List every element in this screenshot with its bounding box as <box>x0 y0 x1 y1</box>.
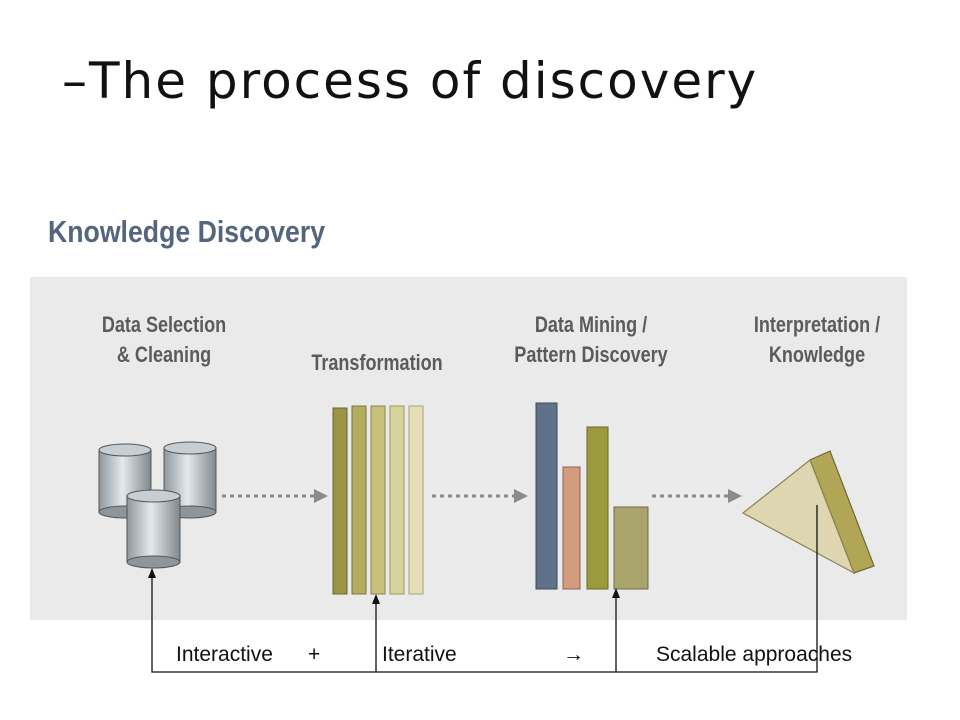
knowledge-prism-icon <box>741 450 875 575</box>
cylinder-front <box>126 489 181 569</box>
stage-label-data-mining: Data Mining / Pattern Discovery <box>514 312 668 367</box>
transformation-slabs-icon <box>332 405 424 595</box>
iterative-label: Iterative <box>382 643 457 666</box>
database-cylinders-icon <box>98 441 217 569</box>
stage-label-interpretation: Interpretation / Knowledge <box>753 312 881 367</box>
cylinder-back-right <box>163 441 217 519</box>
pattern-bars-icon <box>535 402 649 590</box>
right-arrow-icon: → <box>563 643 584 666</box>
feedback-loop-lines <box>148 505 818 673</box>
cylinder-back-left <box>98 443 152 519</box>
stage-label-transformation: Transformation <box>311 350 443 375</box>
dotted-arrow-1-icon <box>222 489 328 503</box>
diagram-heading: Knowledge Discovery <box>48 214 326 249</box>
interactive-label: Interactive <box>176 643 273 666</box>
dotted-arrow-3-icon <box>652 489 742 503</box>
dotted-arrow-2-icon <box>432 489 528 503</box>
scalable-approaches-label: Scalable approaches <box>656 643 853 666</box>
slide-title: –The process of discovery <box>62 52 759 110</box>
plus-sign: + <box>308 643 321 666</box>
stage-label-data-selection: Data Selection & Cleaning <box>101 312 227 367</box>
